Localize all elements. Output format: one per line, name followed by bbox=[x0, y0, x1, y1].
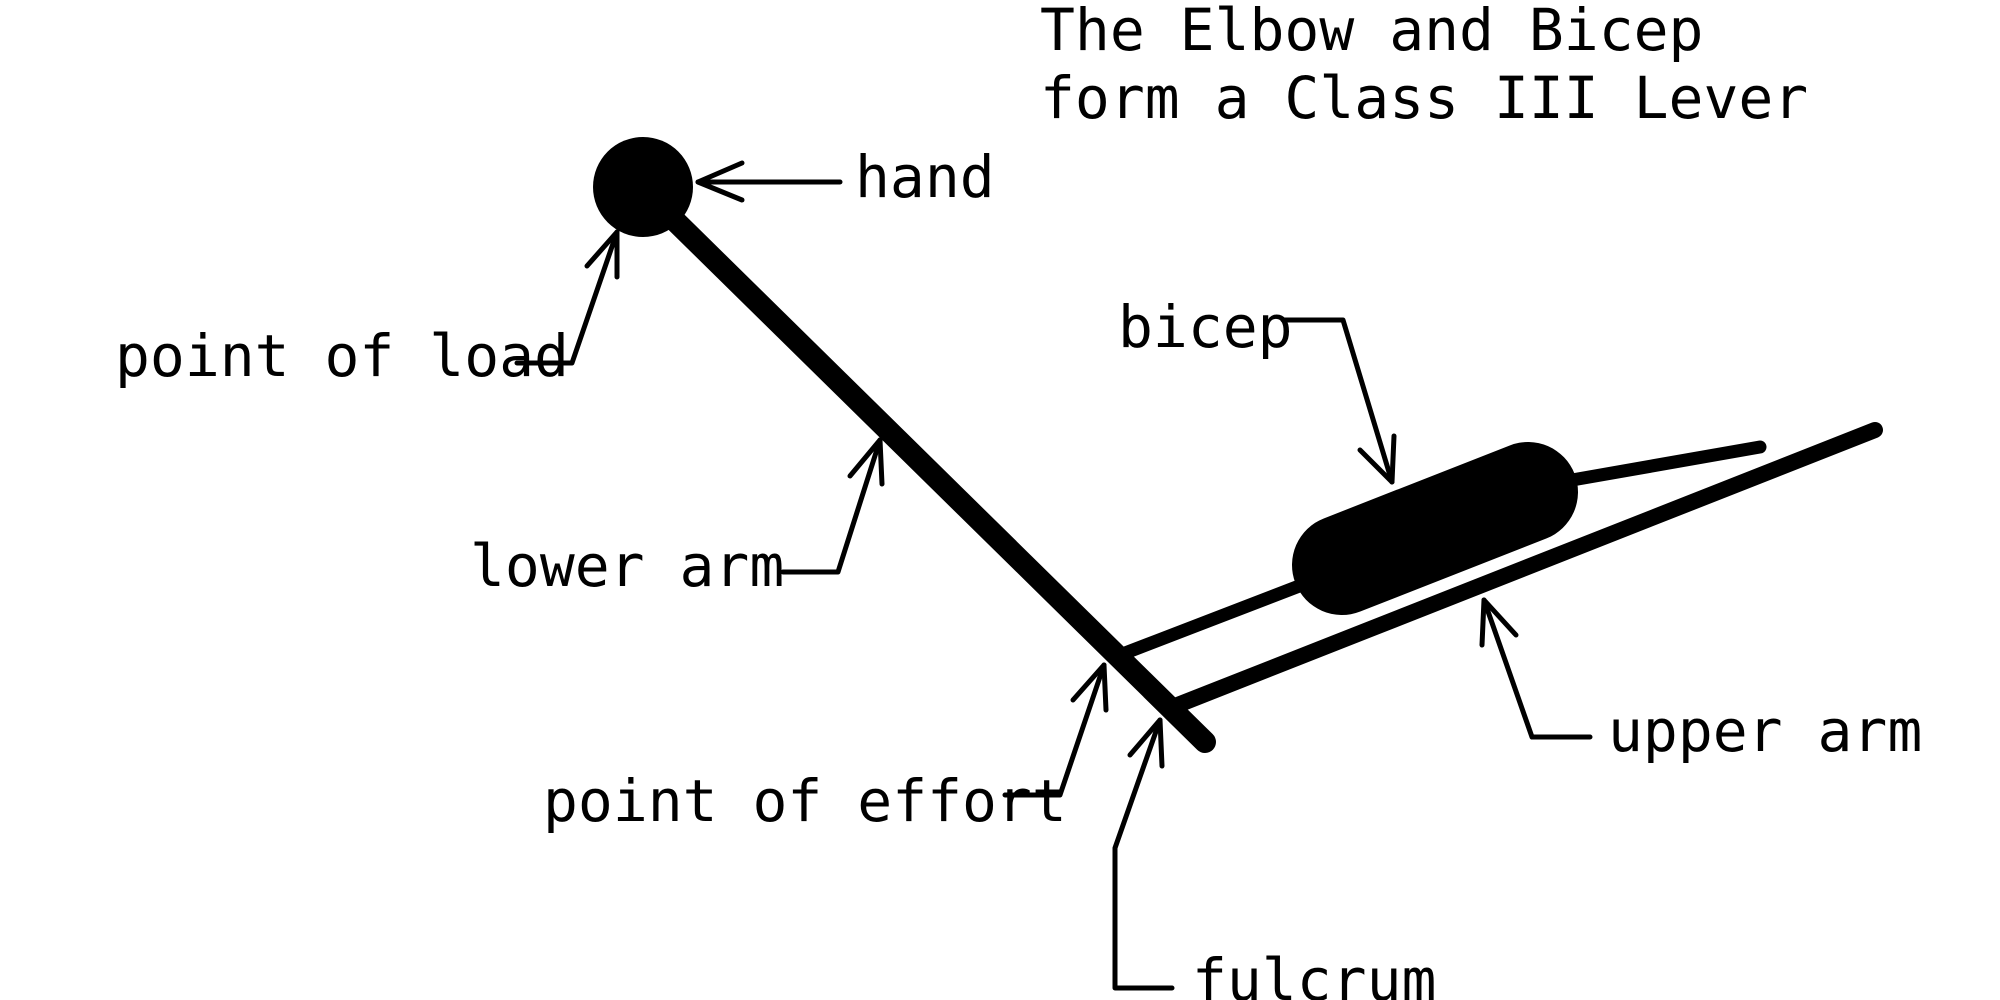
point-of-load-arrow bbox=[514, 229, 620, 366]
fulcrum-label: fulcrum bbox=[1192, 946, 1436, 1000]
point-of-effort-label: point of effort bbox=[543, 767, 1067, 835]
point-of-effort-arrow bbox=[1002, 662, 1109, 798]
title-line-2: form a Class III Lever bbox=[1040, 64, 1808, 132]
point-of-load-label: point of load bbox=[115, 322, 569, 390]
upper-arm-arrow bbox=[1479, 597, 1593, 740]
bicep-muscle bbox=[1292, 442, 1578, 615]
bicep-tendon-lower bbox=[1113, 571, 1327, 662]
upper-arm-label: upper arm bbox=[1608, 697, 1922, 765]
bicep-tendon-upper bbox=[1548, 440, 1767, 490]
title-line-1: The Elbow and Bicep bbox=[1040, 0, 1703, 64]
lower-arm-label: lower arm bbox=[470, 532, 784, 600]
hand-label: hand bbox=[855, 143, 995, 211]
fulcrum-arrow bbox=[1112, 717, 1175, 991]
lower-arm-bar bbox=[649, 195, 1216, 753]
lower-arm-arrow bbox=[780, 437, 885, 575]
bicep-arrow bbox=[1280, 317, 1397, 485]
upper-arm-bar bbox=[1162, 422, 1883, 716]
bicep-label: bicep bbox=[1118, 293, 1293, 361]
hand-arrow bbox=[695, 160, 843, 203]
